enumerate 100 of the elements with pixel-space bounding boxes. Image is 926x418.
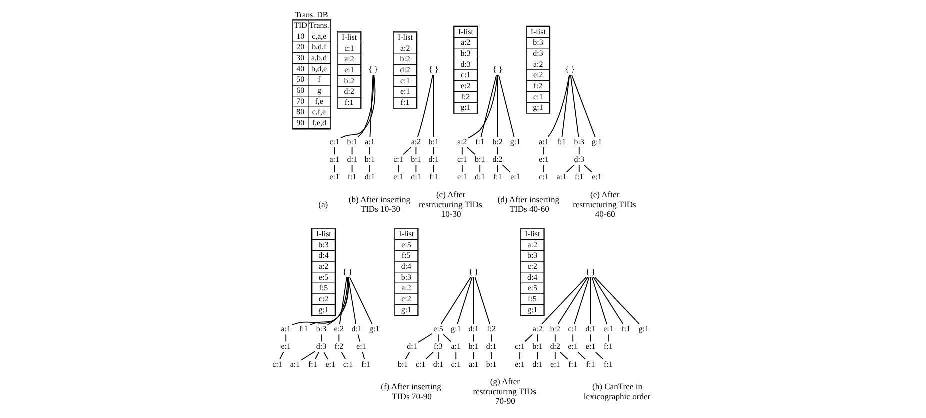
label: a:2 — [400, 44, 410, 53]
node-text: d:1 — [346, 155, 357, 164]
node-text: a:1 — [290, 360, 300, 369]
label: (f) After inserting TIDs 70-90 — [380, 382, 441, 402]
node-text: e:1 — [538, 155, 548, 164]
node-text: e:1 — [603, 324, 613, 334]
label: c:1 — [400, 76, 410, 86]
label: b:2 — [400, 54, 410, 64]
node-text: f:1 — [604, 360, 612, 369]
label: c:2 — [318, 294, 328, 304]
node-text: e:1 — [393, 172, 403, 182]
node-text: f:1 — [361, 360, 370, 369]
label: f,e — [314, 96, 323, 106]
label: TID — [294, 20, 307, 30]
node-text: b:1 — [346, 137, 357, 146]
label: I-list — [342, 32, 357, 42]
label: (c) After restructuring TIDs 10-30 — [418, 190, 482, 219]
node-text: c:1 — [342, 360, 353, 369]
label: (g) After restructuring TIDs 70-90 — [472, 376, 536, 406]
label: f:5 — [528, 294, 536, 304]
node-text: a:2 — [457, 137, 467, 146]
label: d:3 — [532, 48, 543, 58]
node-text: a:1 — [450, 342, 461, 352]
label: 10 — [296, 32, 304, 41]
node-text: e:1 — [325, 360, 335, 369]
node-text: f:1 — [604, 342, 612, 352]
label: a:2 — [527, 240, 537, 250]
node-text: e:1 — [585, 342, 596, 352]
node-text: b:2 — [492, 137, 502, 146]
label: I-list — [458, 27, 473, 36]
node-text: g:1 — [510, 137, 520, 146]
label: f:5 — [318, 284, 328, 293]
node-text: e:5 — [433, 324, 443, 334]
label: a:2 — [532, 60, 543, 69]
node-text: b:1 — [532, 342, 542, 352]
node-text: b:3 — [574, 137, 584, 146]
label: e:2 — [532, 70, 543, 80]
label: f:2 — [533, 81, 542, 90]
node-text: e:2 — [334, 324, 344, 334]
node-text: c:1 — [272, 360, 282, 369]
label: I-list — [530, 27, 546, 36]
label: (e) After restructuring TIDs 40-60 — [572, 190, 636, 219]
label: (h) CanTree in lexicographic order — [583, 382, 650, 402]
label: b:3 — [318, 240, 328, 250]
label: (d) After inserting TIDs 40-60 — [497, 194, 560, 214]
label: (a) — [318, 199, 328, 210]
node-text: d:2 — [550, 342, 560, 352]
label: b:3 — [400, 272, 412, 282]
label: d:4 — [526, 272, 538, 282]
node-text: f:1 — [428, 172, 438, 182]
node-text: b:1 — [486, 360, 496, 369]
node-text: f:1 — [347, 172, 356, 182]
node-text: f:2 — [486, 324, 496, 334]
node-text: b:2 — [550, 324, 560, 334]
label: Trans. — [309, 20, 329, 30]
node-text: a:1 — [364, 137, 374, 146]
label: a,b,d — [311, 53, 327, 62]
label: e:5 — [401, 240, 411, 250]
label: I-list — [316, 230, 331, 238]
node-text: c:1 — [538, 172, 548, 182]
node-text: g:1 — [591, 137, 602, 146]
label: g — [316, 86, 321, 96]
label: g:1 — [460, 103, 470, 112]
node-text: { } — [428, 65, 438, 74]
label: g:1 — [532, 103, 543, 112]
node-text: g:1 — [368, 324, 380, 334]
label: 90 — [296, 118, 304, 128]
node-text: d:1 — [532, 360, 542, 369]
label: f:1 — [400, 98, 410, 107]
label: c:2 — [401, 294, 411, 304]
label: c,a,e — [312, 32, 326, 41]
node-text: a:1 — [538, 137, 548, 146]
node-text: g:1 — [638, 324, 648, 334]
label: 70 — [296, 96, 304, 106]
label: a:2 — [401, 284, 411, 293]
node-text: d:1 — [410, 172, 421, 182]
label: I-list — [524, 230, 540, 238]
label: e:5 — [318, 272, 328, 282]
node-text: e:1 — [280, 342, 290, 352]
label: (b) After inserting TIDs 10-30 — [348, 194, 410, 214]
node-text: e:1 — [356, 342, 366, 352]
label: e:1 — [400, 87, 410, 96]
node-text: { } — [492, 65, 502, 74]
node-text: e:1 — [329, 172, 339, 182]
node-text: e:1 — [568, 342, 578, 352]
label: 30 — [296, 53, 304, 62]
node-text: d:3 — [316, 342, 326, 352]
node-text: c:1 — [568, 324, 578, 334]
node-text: f:1 — [568, 360, 578, 369]
node-text: c:1 — [450, 360, 461, 369]
node-text: e:1 — [592, 172, 602, 182]
node-text: a:1 — [280, 324, 290, 334]
label: d:2 — [400, 65, 410, 74]
node-text: e:1 — [457, 172, 467, 182]
node-text: d:2 — [492, 155, 502, 164]
node-text: b:1 — [364, 155, 375, 164]
node-text: d:1 — [432, 360, 444, 369]
node-text: { } — [342, 267, 352, 276]
label: e:2 — [460, 81, 470, 90]
node-text: g:1 — [450, 324, 461, 334]
